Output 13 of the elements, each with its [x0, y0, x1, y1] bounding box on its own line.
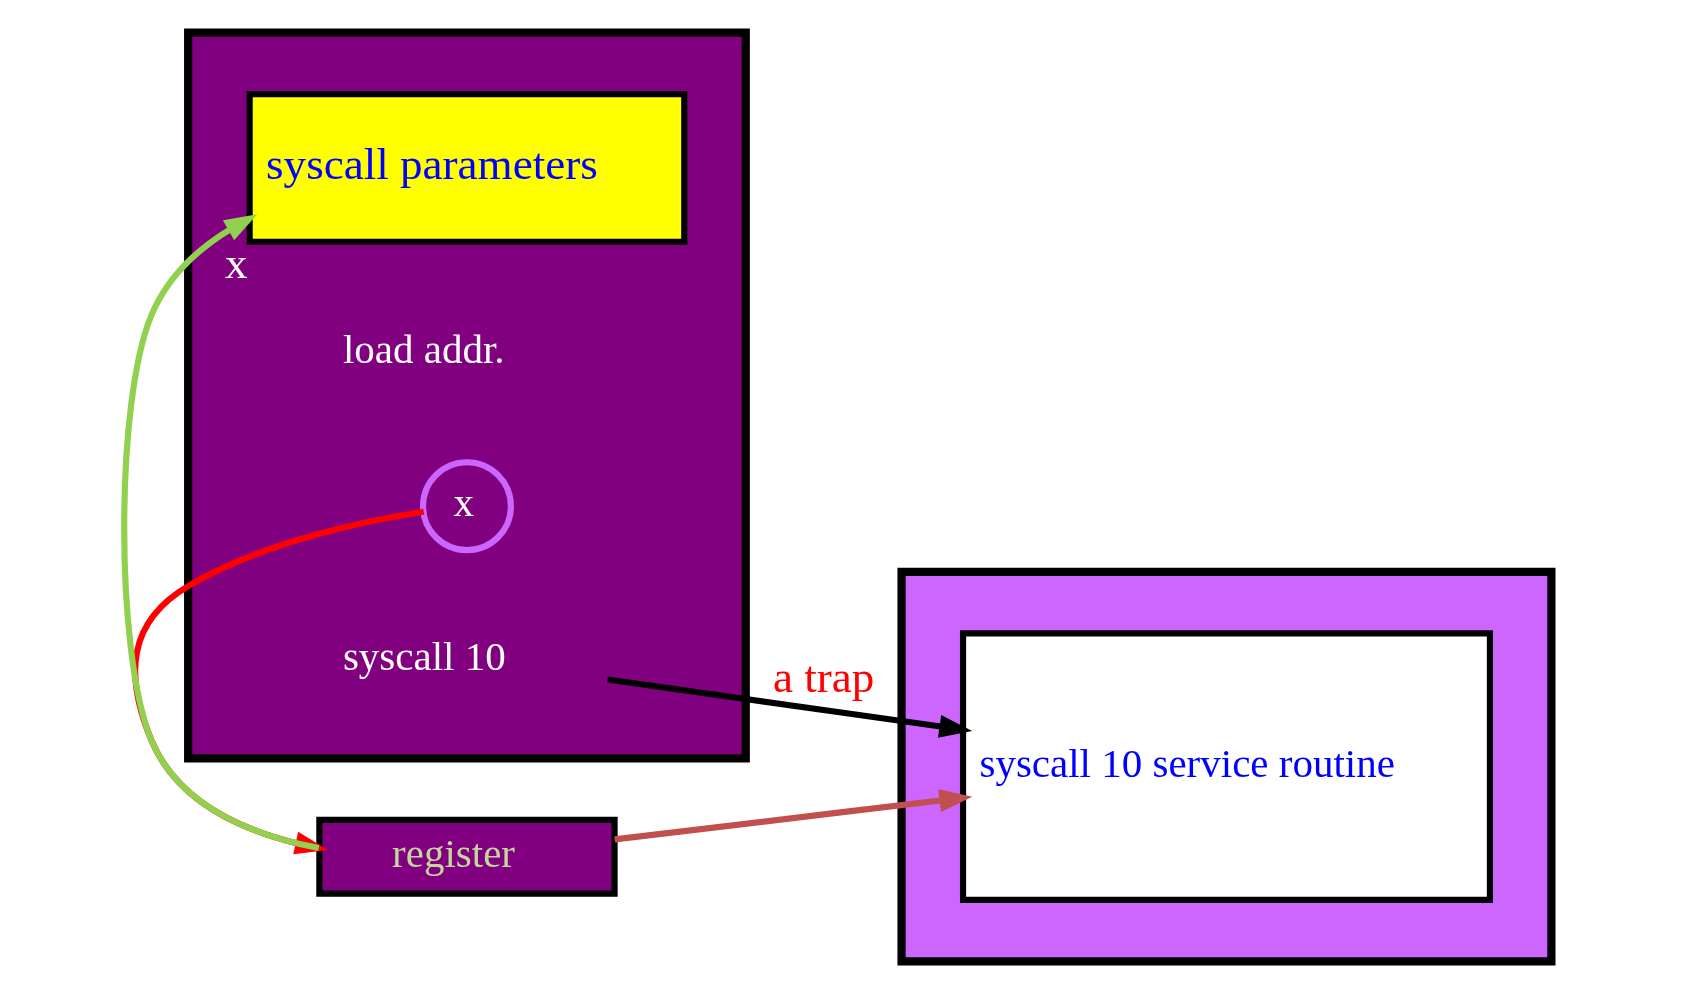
cluster — [896, 567, 1555, 966]
arrow — [606, 676, 972, 738]
arrow — [613, 789, 972, 843]
cluster — [183, 28, 750, 763]
node-text: load addr. — [342, 325, 505, 372]
edge-label: a trap — [772, 651, 874, 702]
node-label: x — [224, 237, 248, 288]
node-box: syscall 10 service routine — [959, 630, 1493, 903]
node-text: syscall 10 — [342, 633, 506, 680]
node-box: syscall parameters — [246, 91, 687, 245]
arrow — [120, 214, 319, 852]
node-box: register — [315, 816, 618, 897]
node-circle: x — [419, 459, 514, 554]
